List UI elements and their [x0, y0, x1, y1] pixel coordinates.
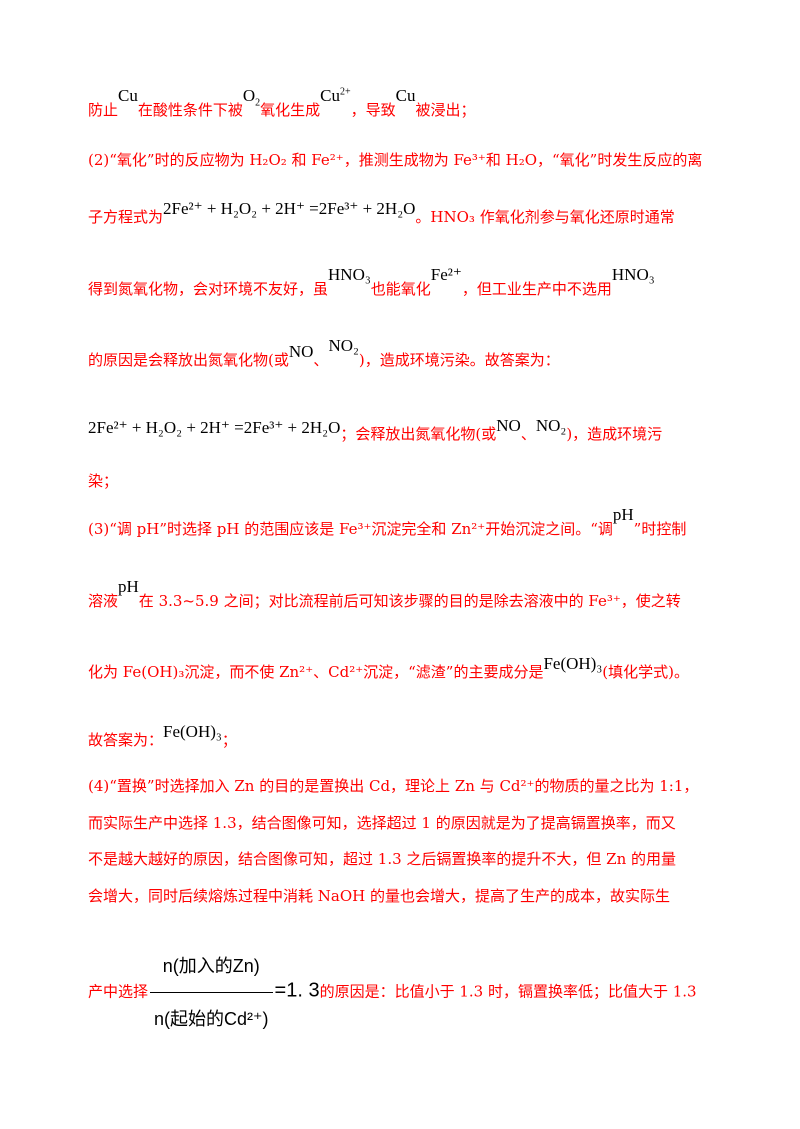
line-p2-3: 得到氮氧化物，会对环境不友好，虽HNO₃也能氧化Fe²⁺，但工业生产中不选用HN…	[88, 265, 712, 299]
text: 。HNO₃ 作氧化剂参与氧化还原时通常	[415, 208, 675, 226]
formula-no2: NO₂	[535, 416, 567, 435]
formula-no: NO	[288, 342, 314, 361]
text: ；会释放出氮氧化物(或	[340, 425, 497, 443]
text: 在酸性条件下被	[137, 101, 243, 119]
line-p3-2: 溶液pH在 3.3~5.9 之间；对比流程前后可知该步骤的目的是除去溶液中的 F…	[88, 577, 712, 611]
formula-cu2: Cu	[320, 86, 341, 105]
text: 得到氮氧化物，会对环境不友好，虽	[88, 280, 329, 298]
text: (4)“置换”时选择加入 Zn 的目的是置换出 Cd，理论上 Zn 与 Cd²⁺…	[88, 777, 699, 795]
formula-cu: Cu	[118, 86, 138, 105]
text: 的原因是：比值小于 1.3 时，镉置换率低；比值大于 1.3	[319, 982, 697, 1001]
formula-feoh3: Fe(OH)₃	[163, 722, 222, 741]
text: 染；	[88, 472, 119, 490]
line-p2-5: 2Fe²⁺ + H₂O₂ + 2H⁺ =2Fe³⁺ + 2H₂O；会释放出氮氧化…	[88, 416, 712, 444]
text: 子方程式为	[88, 208, 164, 226]
ratio-value: =1. 3	[274, 979, 320, 1002]
ionic-equation: 2Fe²⁺ + H₂O₂ + 2H⁺ =2Fe³⁺ + 2H₂O	[163, 199, 416, 218]
text: 不是越大越好的原因，结合图像可知，超过 1.3 之后镉置换率的提升不大，但 Zn…	[88, 850, 677, 868]
line-p3-1: (3)“调 pH”时选择 pH 的范围应该是 Fe³⁺沉淀完全和 Zn²⁺开始沉…	[88, 505, 712, 539]
formula-o2: O	[242, 86, 256, 105]
formula-ph: pH	[612, 505, 634, 524]
text: ，导致	[350, 101, 396, 119]
text: 氧化生成	[260, 101, 321, 119]
line-p3-4: 故答案为：Fe(OH)₃；	[88, 722, 712, 750]
fraction-numerator: n(加入的Zn)	[150, 942, 273, 993]
subscript: 2	[255, 97, 261, 109]
text: (2)“氧化”时的反应物为 H₂O₂ 和 Fe²⁺，推测生成物为 Fe³⁺和 H…	[88, 151, 703, 169]
formula-feoh3: Fe(OH)₃	[543, 654, 603, 673]
line-p2-2: 子方程式为2Fe²⁺ + H₂O₂ + 2H⁺ =2Fe³⁺ + 2H₂O。HN…	[88, 199, 712, 227]
ratio-fraction: n(加入的Zn) n(起始的Cd²⁺)	[150, 942, 273, 1043]
superscript: 2+	[340, 86, 351, 98]
line-p2-1: (2)“氧化”时的反应物为 H₂O₂ 和 Fe²⁺，推测生成物为 Fe³⁺和 H…	[88, 150, 712, 170]
line-p3-3: 化为 Fe(OH)₃沉淀，而不使 Zn²⁺、Cd²⁺沉淀，“滤渣”的主要成分是F…	[88, 654, 712, 682]
line-p4-4: 会增大，同时后续熔炼过程中消耗 NaOH 的量也会增大，提高了生产的成本，故实际…	[88, 886, 712, 906]
line-p4-2: 而实际生产中选择 1.3，结合图像可知，选择超过 1 的原因就是为了提高镉置换率…	[88, 813, 712, 833]
fraction-denominator: n(起始的Cd²⁺)	[154, 1009, 269, 1029]
formula-ph: pH	[118, 577, 139, 596]
text: ；	[221, 731, 237, 749]
text: 、	[520, 425, 536, 443]
text: 在 3.3~5.9 之间；对比流程前后可知该步骤的目的是除去溶液中的 Fe³⁺，…	[138, 592, 681, 610]
text: 溶液	[88, 592, 119, 610]
line-p4-3: 不是越大越好的原因，结合图像可知，超过 1.3 之后镉置换率的提升不大，但 Zn…	[88, 849, 712, 869]
formula-fe2: Fe²⁺	[430, 265, 462, 284]
text: )，造成环境污染。故答案为：	[358, 351, 560, 369]
line-p1: 防止Cu在酸性条件下被O2氧化生成Cu2+，导致Cu被浸出；	[88, 86, 712, 120]
text: 、	[313, 351, 329, 369]
text: 会增大，同时后续熔炼过程中消耗 NaOH 的量也会增大，提高了生产的成本，故实际…	[88, 887, 670, 905]
line-p2-4: 的原因是会释放出氮氧化物(或NO、NO₂)，造成环境污染。故答案为：	[88, 336, 712, 370]
text: 的原因是会释放出氮氧化物(或	[88, 351, 289, 369]
text: 故答案为：	[88, 731, 164, 749]
text: 而实际生产中选择 1.3，结合图像可知，选择超过 1 的原因就是为了提高镉置换率…	[88, 814, 676, 832]
formula-hno3: HNO₃	[328, 265, 371, 284]
text: ，但工业生产中不选用	[461, 280, 612, 298]
ionic-equation: 2Fe²⁺ + H₂O₂ + 2H⁺ =2Fe³⁺ + 2H₂O	[88, 418, 341, 437]
text: (填化学式)。	[602, 663, 689, 681]
formula-no2: NO₂	[328, 336, 359, 355]
text: (3)“调 pH”时选择 pH 的范围应该是 Fe³⁺沉淀完全和 Zn²⁺开始沉…	[88, 520, 613, 538]
formula-no: NO	[496, 416, 521, 435]
line-p4-1: (4)“置换”时选择加入 Zn 的目的是置换出 Cd，理论上 Zn 与 Cd²⁺…	[88, 776, 712, 796]
formula-cu: Cu	[395, 86, 416, 105]
text: 防止	[88, 101, 119, 119]
text: 被浸出；	[415, 101, 476, 119]
text: )，造成环境污	[566, 425, 663, 443]
formula-hno3: HNO₃	[611, 265, 655, 284]
text: 化为 Fe(OH)₃沉淀，而不使 Zn²⁺、Cd²⁺沉淀，“滤渣”的主要成分是	[88, 663, 544, 681]
text: 产中选择	[88, 982, 149, 1001]
text: 也能氧化	[370, 280, 431, 298]
line-p2-6: 染；	[88, 471, 712, 491]
text: ”时控制	[633, 520, 687, 538]
